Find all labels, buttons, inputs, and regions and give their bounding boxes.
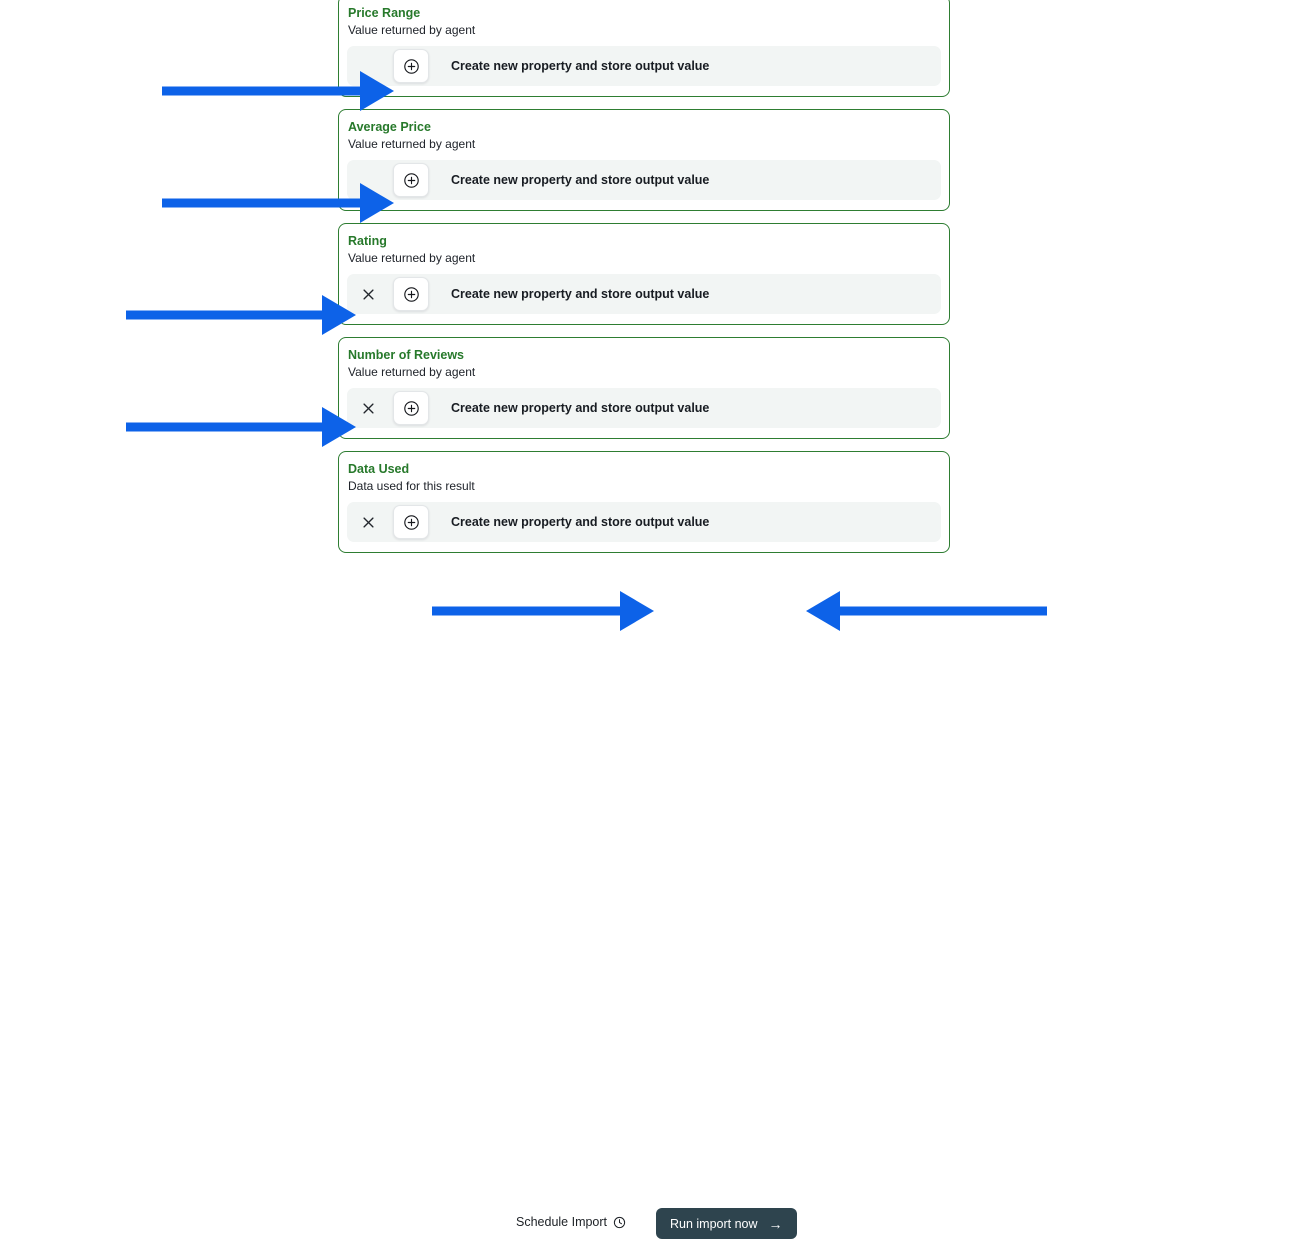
- create-property-label: Create new property and store output val…: [451, 59, 710, 73]
- run-import-now-label: Run import now: [670, 1216, 758, 1231]
- schedule-import-text: Schedule Import: [516, 1215, 608, 1229]
- import-footer: Schedule Import Run import now →: [0, 604, 1290, 1239]
- data-used-add-button[interactable]: [393, 505, 429, 539]
- rating-remove-button[interactable]: [347, 274, 389, 314]
- create-property-label: Create new property and store output val…: [451, 173, 710, 187]
- plus-circle-icon: [403, 514, 420, 531]
- close-icon: [361, 287, 376, 302]
- result-card-title: Data Used: [348, 462, 410, 476]
- plus-circle-icon: [403, 58, 420, 75]
- number-of-reviews-remove-button[interactable]: [347, 388, 389, 428]
- close-icon: [361, 515, 376, 530]
- result-card-subtitle: Value returned by agent: [348, 251, 476, 265]
- result-card-toolbar: Create new property and store output val…: [347, 502, 941, 542]
- result-card-toolbar: Create new property and store output val…: [347, 274, 941, 314]
- result-card-subtitle: Value returned by agent: [348, 365, 476, 379]
- average-price-add-button[interactable]: [393, 163, 429, 197]
- result-card-toolbar: Create new property and store output val…: [347, 388, 941, 428]
- result-card-subtitle: Value returned by agent: [348, 23, 476, 37]
- clock-icon: [613, 1216, 626, 1229]
- run-import-now-button[interactable]: Run import now →: [656, 1208, 797, 1239]
- close-icon: [361, 401, 376, 416]
- price-range-add-button[interactable]: [393, 49, 429, 83]
- create-property-label: Create new property and store output val…: [451, 287, 710, 301]
- result-card-toolbar: Create new property and store output val…: [347, 46, 941, 86]
- create-property-label: Create new property and store output val…: [451, 515, 710, 529]
- plus-circle-icon: [403, 286, 420, 303]
- plus-circle-icon: [403, 400, 420, 417]
- result-card-title: Number of Reviews: [348, 348, 465, 362]
- data-used-remove-button[interactable]: [347, 502, 389, 542]
- schedule-import-label-group: Schedule Import: [516, 1215, 626, 1229]
- result-card-title: Price Range: [348, 6, 421, 20]
- result-card-subtitle: Value returned by agent: [348, 137, 476, 151]
- number-of-reviews-add-button[interactable]: [393, 391, 429, 425]
- create-property-label: Create new property and store output val…: [451, 401, 710, 415]
- result-card-title: Rating: [348, 234, 387, 248]
- rating-add-button[interactable]: [393, 277, 429, 311]
- result-card-subtitle: Data used for this result: [348, 479, 475, 493]
- result-card-title: Average Price: [348, 120, 431, 134]
- result-card-toolbar: Create new property and store output val…: [347, 160, 941, 200]
- plus-circle-icon: [403, 172, 420, 189]
- arrow-rating: [126, 292, 356, 338]
- arrow-right-icon: →: [768, 1215, 783, 1232]
- arrow-number-of-reviews: [126, 404, 356, 450]
